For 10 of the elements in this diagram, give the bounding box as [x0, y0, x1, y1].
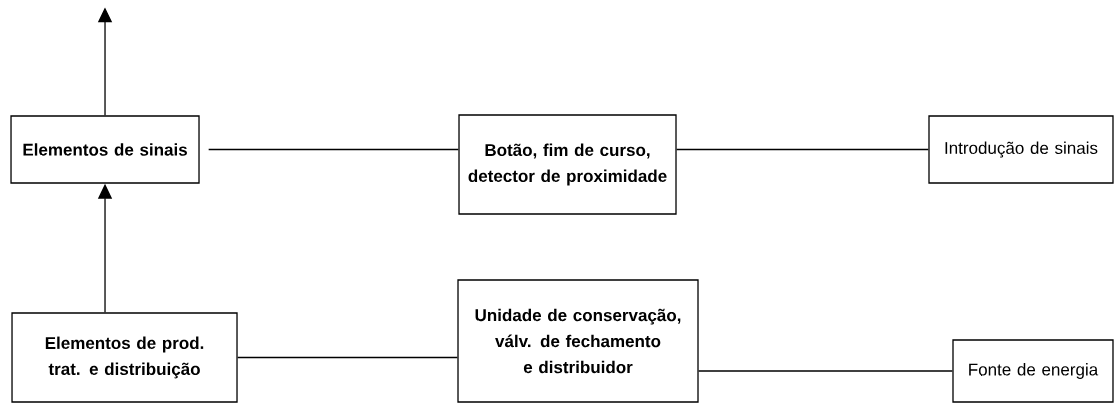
connector-line [208, 148, 459, 151]
process-box: Unidade de conservação, válv. de fechamento e distribuidor [457, 279, 699, 403]
process-box: Introdução de sinais [928, 115, 1114, 184]
process-box: Fonte de energia [952, 339, 1114, 403]
process-box: Elementos de prod. trat. e distribuição [11, 312, 238, 403]
process-box: Elementos de sinais [10, 115, 200, 184]
connector-line [676, 148, 929, 151]
connector-line [698, 370, 953, 372]
process-box: Botão, fim de curso, detector de proximidade [458, 114, 677, 215]
connector-line [237, 356, 458, 359]
